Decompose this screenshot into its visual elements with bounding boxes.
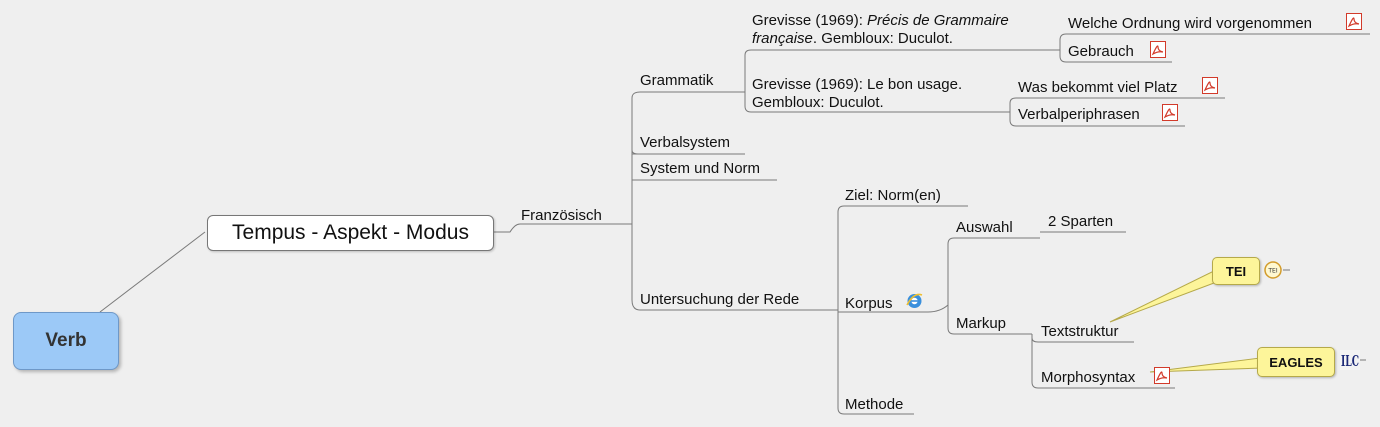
pdf-icon[interactable] <box>1150 41 1166 58</box>
topic-system-und-norm[interactable]: System und Norm <box>640 160 761 177</box>
topic-korpus[interactable]: Korpus <box>845 295 893 312</box>
topic-markup[interactable]: Markup <box>956 315 1007 332</box>
topic-grevisse-precis[interactable]: Grevisse (1969): Précis de Grammaire fra… <box>752 12 1009 48</box>
topic-auswahl[interactable]: Auswahl <box>956 219 1013 236</box>
ilc-logo-icon[interactable]: ILC <box>1340 350 1360 370</box>
topic-was-bekommt-viel-platz[interactable]: Was bekommt viel Platz <box>1018 79 1178 96</box>
root-topic-verb[interactable]: Verb <box>13 312 119 370</box>
topic-franzoesisch[interactable]: Französisch <box>521 207 602 224</box>
callout-eagles[interactable]: EAGLES <box>1257 347 1335 377</box>
pdf-icon[interactable] <box>1346 13 1362 30</box>
browser-icon[interactable] <box>905 291 924 310</box>
topic-untersuchung-der-rede[interactable]: Untersuchung der Rede <box>640 291 800 308</box>
topic-grammatik[interactable]: Grammatik <box>640 72 714 89</box>
main-topic[interactable]: Tempus - Aspekt - Modus <box>207 215 494 251</box>
topic-verbalsystem[interactable]: Verbalsystem <box>640 134 731 151</box>
topic-grevisse-bon-usage[interactable]: Grevisse (1969): Le bon usage. Gembloux:… <box>752 76 962 112</box>
topic-2-sparten[interactable]: 2 Sparten <box>1048 213 1114 230</box>
topic-verbalperiphrasen[interactable]: Verbalperiphrasen <box>1018 106 1140 123</box>
topic-morphosyntax[interactable]: Morphosyntax <box>1041 369 1136 386</box>
pdf-icon[interactable] <box>1154 367 1170 384</box>
ref1-line2-rest: . Gembloux: Duculot. <box>812 30 953 47</box>
ilc-logo-text: ILC <box>1341 352 1359 370</box>
topic-textstruktur[interactable]: Textstruktur <box>1041 323 1119 340</box>
topic-methode[interactable]: Methode <box>845 396 904 413</box>
topic-ziel-normen[interactable]: Ziel: Norm(en) <box>845 187 941 204</box>
ref1-line2-title: française <box>752 30 813 47</box>
callout-tei[interactable]: TEI <box>1212 257 1260 285</box>
ref1-line1-title: Précis de Grammaire <box>867 12 1009 29</box>
ref1-line1-prefix: Grevisse (1969): <box>752 12 868 29</box>
topic-gebrauch[interactable]: Gebrauch <box>1068 43 1134 60</box>
tei-logo-icon[interactable]: TEI <box>1264 261 1282 279</box>
tei-logo-text: TEI <box>1267 268 1277 275</box>
pdf-icon[interactable] <box>1162 104 1178 121</box>
ref2-line1: Grevisse (1969): Le bon usage. <box>752 76 963 93</box>
pdf-icon[interactable] <box>1202 77 1218 94</box>
ref2-line2: Gembloux: Duculot. <box>752 94 884 111</box>
topic-welche-ordnung[interactable]: Welche Ordnung wird vorgenommen <box>1068 15 1313 32</box>
